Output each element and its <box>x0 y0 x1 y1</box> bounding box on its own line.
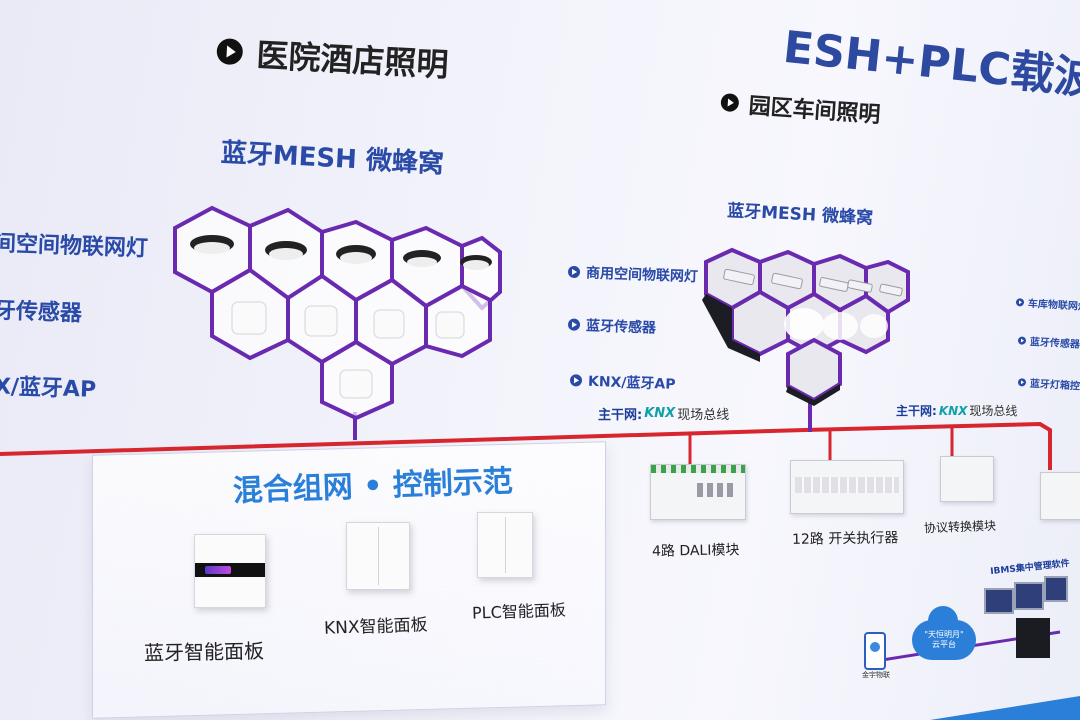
monitor-icon <box>984 588 1014 614</box>
bullet-play-icon <box>568 318 580 330</box>
bullet-play-icon <box>1016 298 1024 306</box>
far-right-label-2: 蓝牙传感器 <box>1018 332 1080 350</box>
monitor-icon <box>1044 576 1068 602</box>
bluetooth-panel-caption: 蓝牙智能面板 <box>144 635 264 666</box>
play-icon <box>720 93 739 112</box>
knx-logo: KNX <box>939 404 968 418</box>
dali-module <box>650 464 746 520</box>
corner-stripe <box>930 696 1080 720</box>
bullet-play-icon <box>1018 336 1026 344</box>
bus-label-1: 主干网: KNX 现场总线 <box>598 404 729 423</box>
protocol-converter <box>940 456 994 502</box>
bullet-play-icon <box>570 374 582 386</box>
right-label-3-text: KNX/蓝牙AP <box>588 371 676 394</box>
phone-icon <box>864 632 886 670</box>
panel-display-strip <box>195 563 265 577</box>
far-right-label-2-text: 蓝牙传感器 <box>1030 333 1080 351</box>
right-label-2-text: 蓝牙传感器 <box>586 315 657 337</box>
far-right-label-1-text: 车库物联网灯 <box>1028 295 1080 313</box>
left-label-1: 间空间物联网灯 <box>0 225 149 262</box>
monitor-icon <box>1014 582 1044 610</box>
right-label-3: KNX/蓝牙AP <box>570 370 676 394</box>
far-right-label-3-text: 蓝牙灯箱控制 <box>1030 375 1080 393</box>
bullet-play-icon <box>568 266 580 278</box>
extra-module <box>1040 472 1080 520</box>
knx-smart-panel <box>346 522 410 590</box>
workstation-icon <box>1016 618 1050 658</box>
bus-prefix: 主干网: <box>598 404 642 423</box>
plc-panel-caption: PLC智能面板 <box>472 596 567 623</box>
switch-actuator-caption: 12路 开关执行器 <box>792 527 899 549</box>
switch-actuator <box>790 460 904 514</box>
bus-label-2: 主干网: KNX 现场总线 <box>896 402 1017 419</box>
left-label-3: X/蓝牙AP <box>0 368 97 404</box>
bullet-play-icon <box>1018 378 1026 386</box>
cloud-icon: "天恒明月" 云平台 <box>912 620 976 660</box>
protocol-converter-caption: 协议转换模块 <box>924 517 997 537</box>
cloud-caption: "天恒明月" 云平台 <box>924 630 963 649</box>
knx-panel-caption: KNX智能面板 <box>324 610 428 639</box>
bus-suffix: 现场总线 <box>677 404 729 423</box>
right-label-1-text: 商用空间物联网灯 <box>586 262 699 286</box>
bus-prefix: 主干网: <box>896 402 937 419</box>
knx-logo: KNX <box>644 406 675 421</box>
right-label-2: 蓝牙传感器 <box>568 314 657 337</box>
left-label-2: 牙传感器 <box>0 292 83 327</box>
plc-smart-panel <box>477 512 533 578</box>
dali-module-caption: 4路 DALI模块 <box>652 539 740 561</box>
bus-suffix: 现场总线 <box>969 402 1017 419</box>
phone-caption: 金宇物联 <box>862 670 890 680</box>
bluetooth-smart-panel <box>194 534 266 608</box>
play-icon <box>216 38 243 65</box>
